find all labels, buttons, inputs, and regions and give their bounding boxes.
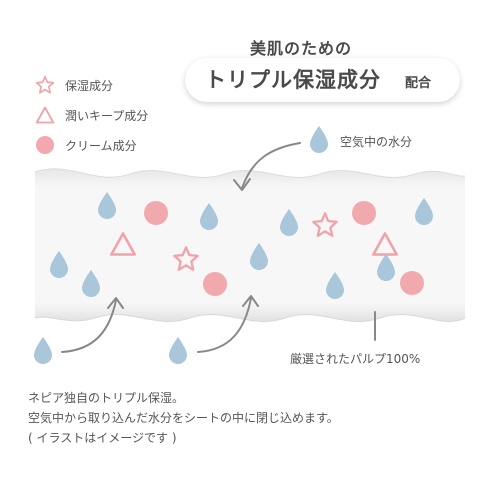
star-icon	[35, 75, 55, 94]
sheet-bottom-edge	[34, 314, 466, 322]
cream-circle-icon	[352, 201, 376, 225]
cream-circle-icon	[400, 271, 424, 295]
title-suffix: 配合	[405, 76, 432, 91]
arrow-head	[107, 297, 124, 309]
sheet-top-edge	[34, 168, 466, 178]
cream-circle-icon	[144, 201, 168, 225]
legend-label: 保湿成分	[65, 79, 114, 93]
header: 美肌のための トリプル保湿成分 配合	[0, 0, 500, 110]
legend-item-moisture-keep: 潤いキープ成分	[35, 105, 205, 125]
footer-text: ネピア独自のトリプル保湿。 空気中から取り込んだ水分をシートの中に閉じ込めます。…	[28, 388, 488, 448]
water-drop-icon	[34, 337, 52, 364]
arrow-into-sheet-top	[241, 142, 301, 189]
footer-line-3: ( イラストはイメージです )	[28, 431, 177, 445]
arrow-into-sheet-center	[197, 297, 252, 353]
footer-line-1: ネピア独自のトリプル保湿。	[28, 391, 185, 405]
arrow-head	[242, 295, 259, 307]
legend-label: クリーム成分	[65, 139, 137, 153]
legend-item-cream: クリーム成分	[35, 135, 205, 155]
air-moisture-label: 空気中の水分	[340, 135, 413, 149]
legend-item-moisturizing: 保湿成分	[35, 75, 205, 95]
water-drop-icon	[169, 337, 187, 364]
pulp-label: 厳選されたパルプ100%	[290, 352, 421, 366]
arrow-into-sheet-left	[61, 299, 117, 353]
page-title: トリプル保湿成分	[205, 68, 381, 92]
header-subtitle: 美肌のための	[250, 39, 353, 58]
title-pill	[185, 58, 460, 102]
footer-line-2: 空気中から取り込んだ水分をシートの中に閉じ込めます。	[28, 411, 339, 425]
water-drop-icon	[310, 126, 328, 153]
legend-label: 潤いキープ成分	[65, 109, 149, 123]
triangle-icon	[35, 106, 55, 124]
cream-circle-icon	[203, 272, 227, 296]
arrow-head	[233, 178, 251, 191]
circle-icon	[36, 136, 54, 154]
